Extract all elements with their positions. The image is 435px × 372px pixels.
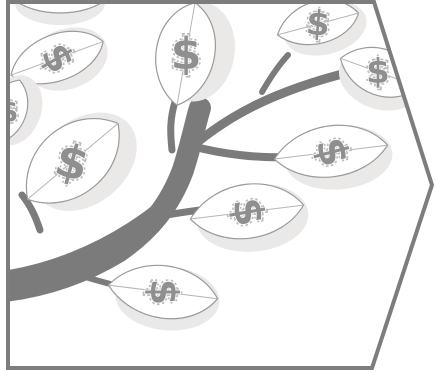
leaf-middle-left: $ $ bbox=[25, 112, 137, 211]
leaf-bottom: $ $ bbox=[107, 264, 220, 331]
dollar-sign: $ bbox=[366, 52, 390, 92]
main-trunk bbox=[8, 97, 211, 303]
branch-upper-twig bbox=[259, 52, 291, 95]
branch-left-lower bbox=[18, 191, 44, 234]
tree-branches bbox=[8, 52, 355, 303]
svg-text:$: $ bbox=[0, 95, 18, 130]
leaf-center: $ $ bbox=[189, 183, 309, 252]
branch-upper-right bbox=[183, 67, 355, 155]
hexagon-frame bbox=[6, 0, 435, 370]
leaf-top-right: $ $ bbox=[276, 2, 367, 56]
dollar-sign: $ bbox=[171, 29, 202, 80]
leaf-top-left: $ $ bbox=[10, 27, 108, 91]
dollar-sign: $ bbox=[0, 95, 18, 130]
leaf-left-edge: $ $ bbox=[0, 75, 43, 146]
svg-text:$: $ bbox=[366, 52, 390, 92]
dollar-sign: $ bbox=[304, 3, 331, 45]
leaf-top-center: $ $ bbox=[155, 2, 235, 106]
leaf-middle-right: $ $ bbox=[273, 124, 393, 190]
svg-text:$: $ bbox=[142, 279, 186, 305]
dollar-sign: $ bbox=[142, 279, 186, 305]
svg-text:$: $ bbox=[171, 29, 202, 80]
trunk-base bbox=[8, 159, 191, 284]
branch-to-top-center bbox=[167, 98, 179, 154]
